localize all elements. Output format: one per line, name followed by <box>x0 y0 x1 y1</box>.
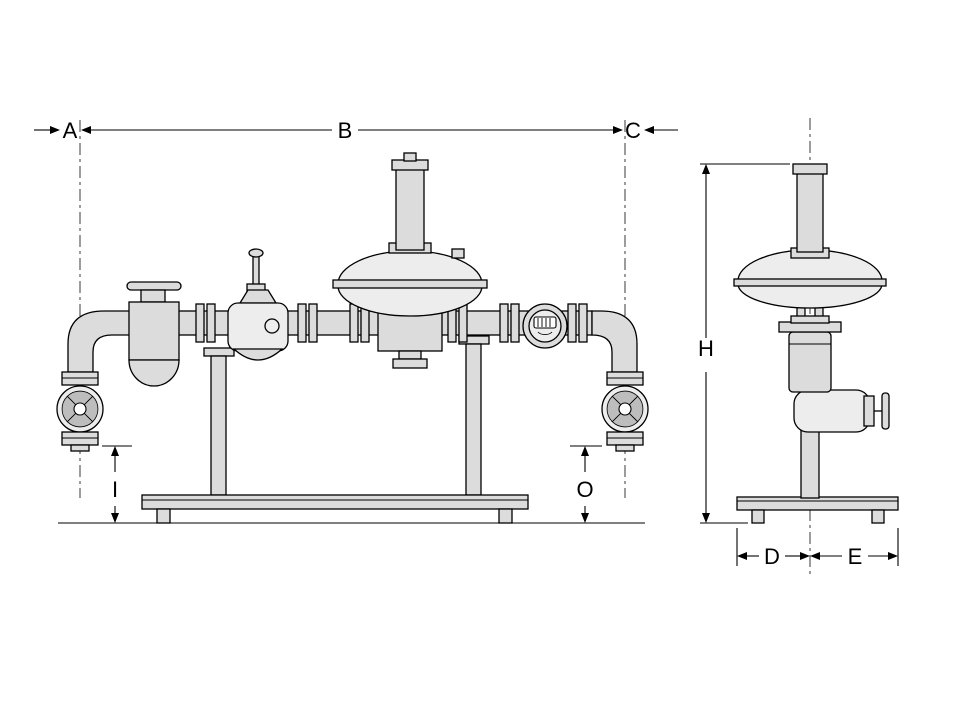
side-foot-right <box>871 509 885 524</box>
dim-o-bottom-arrow <box>581 513 589 523</box>
dim-label-b: B <box>338 118 353 143</box>
side-riser-pipe <box>800 429 820 499</box>
plug-valve-stem <box>252 253 260 287</box>
dimension-abc: A B C <box>34 118 678 143</box>
regulator-bottom-boss <box>398 350 422 360</box>
dim-a-arrow <box>50 126 60 134</box>
dim-h-top-arrow <box>702 164 710 174</box>
meter-dial-arc <box>537 331 553 336</box>
front-view <box>56 152 649 524</box>
dim-d-left-arrow <box>737 552 747 560</box>
dim-i-top-arrow <box>111 446 119 456</box>
regulator-front <box>332 152 488 369</box>
pipe-flanges <box>195 303 588 343</box>
meter <box>522 303 568 349</box>
side-dome-bottom <box>737 283 883 309</box>
regulator-body <box>377 310 443 352</box>
side-actuator-end-flange <box>863 395 875 427</box>
drip-pot-cap <box>140 289 166 303</box>
side-view <box>733 163 899 524</box>
dim-label-a: A <box>63 118 78 143</box>
outlet-stub <box>615 444 635 452</box>
dim-label-c: C <box>625 118 641 143</box>
base-plate <box>141 494 529 510</box>
drip-pot-bowl <box>128 359 180 387</box>
plug-valve-bonnet <box>238 289 278 304</box>
dim-i-bottom-arrow <box>111 513 119 523</box>
dimension-o: O <box>570 445 602 523</box>
inlet-riser-valve <box>56 371 104 452</box>
dim-e-right-arrow <box>888 552 898 560</box>
plug-valve <box>227 248 289 361</box>
dim-label-e: E <box>848 544 863 569</box>
dimension-de: D E <box>736 528 899 569</box>
inlet-lower-flange <box>61 431 99 446</box>
side-actuator <box>793 389 871 433</box>
plug-valve-bottom <box>232 348 284 361</box>
plug-valve-knob <box>248 248 264 258</box>
base-foot-left <box>156 508 171 524</box>
pilot-vent <box>403 152 417 162</box>
dimension-h: H <box>698 163 790 524</box>
dim-label-h: H <box>698 336 714 361</box>
drip-pot-handle-bar <box>126 281 182 291</box>
inlet-elbow <box>67 310 137 373</box>
side-yoke-crossbar <box>790 315 830 324</box>
outlet-riser-valve <box>601 371 649 452</box>
left-leg <box>210 355 227 496</box>
dim-b-left-arrow <box>81 126 91 134</box>
drip-pot <box>126 281 182 387</box>
base-foot-right <box>498 508 513 524</box>
outlet-upper-flange <box>606 371 644 386</box>
dimension-i: I <box>102 445 132 523</box>
inlet-upper-flange <box>61 371 99 386</box>
side-pilot-cap <box>792 163 828 175</box>
drip-pot-body <box>128 301 180 361</box>
outlet-lower-flange <box>606 431 644 446</box>
dim-label-d: D <box>764 544 780 569</box>
side-foot-left <box>751 509 765 524</box>
dim-label-i: I <box>112 477 118 502</box>
regulator-bottom-flange <box>392 358 428 369</box>
dim-e-left-arrow <box>810 552 820 560</box>
plug-valve-boss <box>264 318 280 334</box>
inlet-stub <box>70 444 90 452</box>
dim-d-right-arrow <box>800 552 810 560</box>
outlet-elbow <box>591 310 638 373</box>
outlet-valve-hub <box>618 402 632 416</box>
side-pilot-tube <box>796 171 824 253</box>
right-leg <box>465 343 482 496</box>
side-valve-body <box>788 331 832 393</box>
side-base-plate <box>736 496 899 511</box>
dim-label-o: O <box>576 477 593 502</box>
inlet-valve-hub <box>73 402 87 416</box>
dim-o-top-arrow <box>581 446 589 456</box>
dim-c-arrow <box>644 126 654 134</box>
regulator-dome-seam <box>332 279 488 289</box>
meter-index-window <box>533 316 557 329</box>
left-leg-saddle <box>203 347 235 357</box>
regulator-dome-bottom <box>337 285 483 317</box>
pilot-tube <box>395 167 425 251</box>
dim-h-bottom-arrow <box>702 513 710 523</box>
regulator-side-fitting <box>451 248 465 259</box>
side-dome-seam <box>733 278 887 287</box>
dim-b-right-arrow <box>613 126 623 134</box>
side-handwheel <box>881 392 890 430</box>
